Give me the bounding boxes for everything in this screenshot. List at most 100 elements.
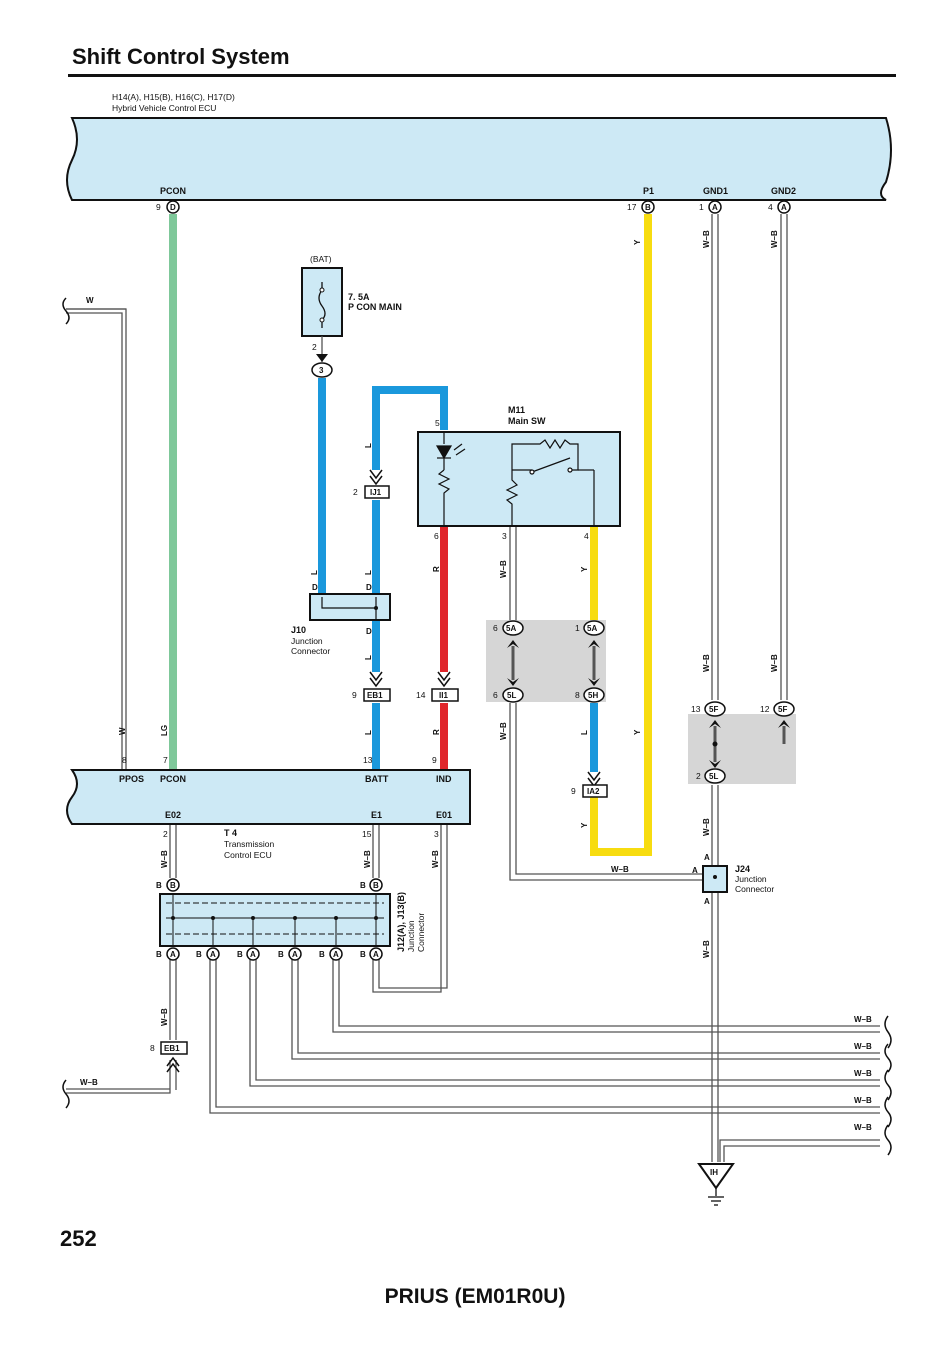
- wire-label-l-e: L: [364, 730, 373, 735]
- connector-5l-left-num: 6: [493, 690, 498, 700]
- wire-label-wb-r2: W–B: [854, 1042, 872, 1051]
- connector-eb1-bottom: [160, 1041, 188, 1055]
- wire-label-y-sw4: Y: [580, 566, 589, 572]
- page-number: 252: [60, 1226, 97, 1251]
- fuse-terminal-b: [319, 317, 325, 323]
- j24-node: [713, 875, 717, 879]
- wire-label-wb-r5: W–B: [854, 1123, 872, 1132]
- j12-terminal-a4: [288, 947, 302, 961]
- wire-label-l-a: L: [364, 443, 373, 448]
- j12-terminal-b-left: [166, 878, 180, 892]
- fuse-rating: 7. 5A: [348, 292, 370, 302]
- j12-a5-pin: B: [319, 950, 325, 959]
- j12-terminal-a3: [246, 947, 260, 961]
- wire-label-wb-gnd2: W–B: [770, 230, 779, 248]
- j24-code: J24: [735, 864, 750, 874]
- wire-label-w-top: W: [86, 296, 94, 305]
- connector-eb1-top: [363, 688, 391, 702]
- hv-gnd2-num: 4: [768, 202, 773, 212]
- j24-pin-a-top: A: [704, 853, 710, 862]
- j12-a4-pin: B: [278, 950, 284, 959]
- j10-code: J10: [291, 625, 306, 635]
- tcu-pcon-num: 7: [163, 755, 168, 765]
- wire-label-wb-r3: W–B: [854, 1069, 872, 1078]
- tcu-pcon-name: PCON: [160, 774, 186, 784]
- fuse-terminal-a: [319, 287, 325, 293]
- wire-label-r-b: R: [432, 729, 441, 735]
- fuse-icon: [318, 282, 326, 328]
- j12-b-right-conn: B: [373, 881, 379, 890]
- wire-l-sw5: [372, 386, 448, 470]
- j12-a6-pin: B: [360, 950, 366, 959]
- connector-arrow-icon: [369, 671, 383, 688]
- connector-5l-left-code: 5L: [507, 691, 516, 700]
- wire-label-wb-5f2: W–B: [770, 654, 779, 672]
- j24-line1: Junction: [735, 874, 767, 884]
- connector-5l-mid-num: 2: [696, 771, 701, 781]
- j12-line2: Connector: [416, 913, 426, 952]
- wire-y-p1: [590, 214, 652, 856]
- j24-pin-a-left: A: [692, 866, 698, 875]
- hv-pin-p1-name: P1: [643, 186, 654, 196]
- wire-label-wb-left: W–B: [80, 1078, 98, 1087]
- j12-terminal-a6: [369, 947, 383, 961]
- main-sw-name: Main SW: [508, 416, 546, 426]
- connector-ij1-num: 2: [353, 487, 358, 497]
- tcu-e1-name: E1: [371, 810, 382, 820]
- connector-eb1-top-num: 9: [352, 690, 357, 700]
- connector-5a-right-num: 1: [575, 623, 580, 633]
- wire-label-r-a: R: [432, 566, 441, 572]
- connector-5f-right-code: 5F: [778, 705, 787, 714]
- j10-node: [374, 606, 378, 610]
- wire-label-wb-e1: W–B: [363, 850, 372, 868]
- fuse-name: P CON MAIN: [348, 302, 402, 312]
- tcu-e02-num: 2: [163, 829, 168, 839]
- wire-label-l-c: L: [364, 570, 373, 575]
- j12-a2-pin: B: [196, 950, 202, 959]
- hv-terminal-pcon: [166, 200, 180, 214]
- connector-ia2: [582, 784, 608, 798]
- wire-label-wb-j24b: W–B: [702, 940, 711, 958]
- wire-label-wb-sw3: W–B: [499, 560, 508, 578]
- hv-gnd1-conn: A: [712, 203, 718, 212]
- connector-chevrons: [507, 640, 600, 686]
- connector-arrow-icon: [437, 671, 451, 688]
- j12-b-left-conn: B: [170, 881, 176, 890]
- wire-label-lg: LG: [160, 725, 169, 736]
- j10-pin-d3: D: [366, 627, 372, 636]
- fuse-junction: [311, 362, 333, 378]
- tcu-line1: Transmission: [224, 839, 274, 849]
- connector-ij1-code: IJ1: [370, 488, 382, 497]
- wire-label-l-b: L: [310, 570, 319, 575]
- j12-terminal-a5: [329, 947, 343, 961]
- break-mark-w: [62, 297, 70, 325]
- wire-label-wb-e01: W–B: [431, 850, 440, 868]
- ground-code: IH: [710, 1168, 718, 1177]
- j12-code: J12(A), J13(B): [396, 892, 406, 952]
- hv-terminal-p1: [641, 200, 655, 214]
- tcu-ppos-name: PPOS: [119, 774, 144, 784]
- main-sw-internals: [435, 432, 595, 526]
- tcu-e01-num: 3: [434, 829, 439, 839]
- j12-terminal-a2: [206, 947, 220, 961]
- connector-5f-chevrons: [709, 720, 790, 768]
- j12-b-right-pin: B: [360, 881, 366, 890]
- tcu-box: [66, 769, 471, 825]
- hv-ecu-name: Hybrid Vehicle Control ECU: [112, 103, 216, 113]
- connector-arrow-icon: [587, 771, 601, 788]
- wire-label-w-ppos: W: [118, 727, 127, 735]
- connector-ia2-code: IA2: [587, 787, 600, 796]
- fuse-bat-label: (BAT): [310, 254, 332, 264]
- wire-label-wb-5l: W–B: [499, 722, 508, 740]
- connector-eb1-bottom-num: 8: [150, 1043, 155, 1053]
- j10-line1: Junction: [291, 636, 323, 646]
- arrow-down-icon: [316, 354, 328, 362]
- j12-a3-conn: A: [250, 950, 256, 959]
- wire-label-wb-gnd1: W–B: [702, 230, 711, 248]
- connector-5h-code: 5H: [588, 691, 598, 700]
- main-sw-code: M11: [508, 405, 525, 415]
- hv-gnd2-conn: A: [781, 203, 787, 212]
- j12-a3-pin: B: [237, 950, 243, 959]
- connector-5f-left-num: 13: [691, 704, 701, 714]
- tcu-code: T 4: [224, 828, 237, 838]
